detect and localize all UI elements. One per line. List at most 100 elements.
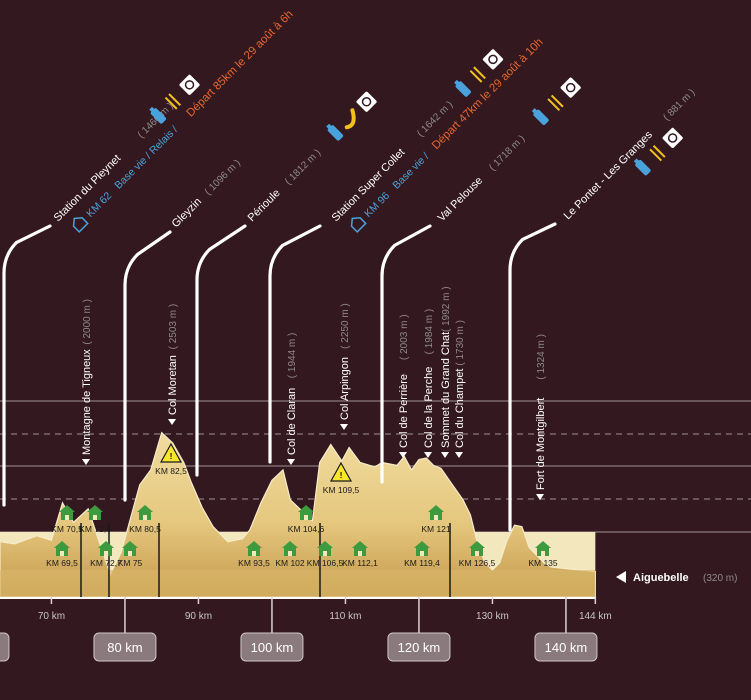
checkpoint-label: KM 121 [421, 524, 451, 534]
summit-alt: ( 1984 m ) [424, 309, 435, 355]
summit-label: Col de Claran ( 1944 m ) [286, 333, 298, 455]
summit-label: Col Arpingon ( 2250 m ) [339, 303, 351, 420]
hut-icon [414, 541, 430, 556]
km-box [93, 632, 157, 662]
water-icon-body [327, 125, 344, 141]
hut-door [434, 515, 438, 520]
summit-label: Col de la Perche ( 1984 m ) [423, 309, 435, 448]
service-icon-glyph [667, 133, 678, 143]
service-icon [559, 76, 582, 99]
hut-roof [87, 505, 103, 512]
station-pointer-lines [2, 222, 557, 532]
hut-roof [98, 541, 114, 548]
summit-alt: ( 1944 m ) [287, 333, 298, 379]
summit-marker [399, 452, 407, 458]
hut-roof [469, 541, 485, 548]
summit-name: Col Arpingon [339, 357, 351, 420]
summit-marker [441, 452, 449, 458]
summit-label: Fort de Montgilbert( 1324 m ) [535, 334, 547, 490]
km-box [387, 632, 451, 662]
finish-label: Aiguebelle (320 m) [616, 571, 737, 584]
summit-label: Col Moretan( 2503 m ) [167, 304, 179, 415]
finish-name: Aiguebelle [633, 572, 689, 584]
summit-marker [424, 452, 432, 458]
hut-roof [282, 541, 298, 548]
service-icon-glyph [565, 82, 576, 93]
summit-label: Col de Perrière( 2003 m ) [398, 314, 410, 448]
service-icon-box [559, 76, 582, 99]
summit-marker [82, 459, 90, 465]
warning-label: KM 109,5 [323, 485, 360, 495]
hut-icon [469, 541, 485, 556]
summit-labels: Montagne de Tigneux ( 2000 m ) Col Moretan… [81, 286, 547, 500]
summit-name: Col de la Perche [423, 367, 435, 448]
food-icon [469, 66, 486, 83]
hut-roof [352, 541, 368, 548]
station-pointer [268, 224, 322, 464]
summit-name: Sommet du Grand Chat [440, 332, 452, 448]
hut-door [128, 551, 132, 556]
checkpoint-label: KM 70,5 [51, 524, 83, 534]
hut-icon [98, 541, 114, 556]
tick-label: 144 km [579, 611, 612, 622]
hut-icon [298, 505, 314, 520]
summit-alt: ( 2000 m ) [82, 299, 93, 345]
summit-marker [536, 494, 544, 500]
summit-label: Col du Champet( 1730 m ) [454, 320, 466, 448]
checkpoint-label: KM 102 [275, 558, 305, 568]
hut-icon [535, 541, 551, 556]
hut-roof [59, 505, 75, 512]
food-icon-handle [649, 148, 663, 162]
summit-label: Sommet du Grand Chat( 1992 m ) [440, 286, 452, 448]
lift-icon-box [482, 48, 504, 71]
hut-icon [282, 541, 298, 556]
hut-door [304, 515, 308, 520]
hiker-icon [355, 90, 378, 113]
hut-roof [137, 505, 153, 512]
summit-alt: ( 2503 m ) [168, 304, 179, 350]
food-icon-handle2 [168, 93, 182, 107]
hiker-icon-glyph [361, 97, 372, 107]
warning-icon [159, 442, 183, 463]
hut-roof [246, 541, 262, 548]
hut-roof [414, 541, 430, 548]
km-box-label: 140 km [545, 640, 588, 655]
tick-label: 90 km [185, 611, 212, 622]
water-icon-body [533, 109, 549, 126]
checkpoint-label: KM 69,5 [46, 558, 78, 568]
service-icon [178, 73, 201, 96]
food-icon-handle [164, 96, 178, 110]
hut-door [475, 551, 479, 556]
summit-label: Montagne de Tigneux ( 2000 m ) [81, 299, 93, 455]
km-box-label: 80 km [107, 640, 142, 655]
station-pointer [123, 230, 172, 502]
food-icon [164, 93, 182, 110]
food-icon-handle [469, 69, 483, 83]
hut-roof [428, 505, 444, 512]
summit-name: Montagne de Tigneux [81, 349, 93, 455]
house-icon [350, 216, 367, 233]
hut-door [104, 551, 108, 556]
summit-alt: ( 2250 m ) [340, 303, 351, 349]
service-icon-box [661, 127, 684, 149]
hut-roof [298, 505, 314, 512]
hut-roof [122, 541, 138, 548]
water-icon-body [150, 108, 167, 124]
checkpoint-label: KM 71,6 [79, 524, 111, 534]
hut-roof [317, 541, 333, 548]
km-box [0, 632, 10, 662]
summit-marker [287, 459, 295, 465]
hut-icon [137, 505, 153, 520]
tick-label: 130 km [476, 611, 509, 622]
finish-alt: (320 m) [703, 573, 737, 584]
km-box [240, 632, 304, 662]
hut-door [252, 551, 256, 556]
station-pointer [380, 224, 432, 484]
summit-name: Col de Claran [286, 388, 298, 455]
checkpoint-label: KM 93,5 [238, 558, 270, 568]
tick-label: 70 km [38, 611, 65, 622]
station-pointer [2, 224, 52, 507]
hut-roof [535, 541, 551, 548]
